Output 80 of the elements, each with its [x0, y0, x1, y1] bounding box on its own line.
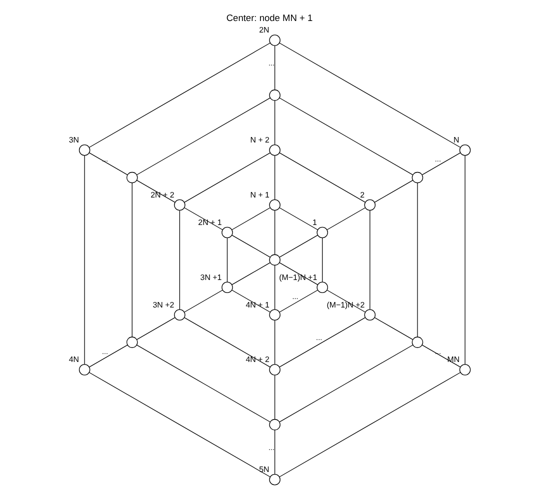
connector: [184, 290, 223, 312]
node-circle: [174, 309, 186, 320]
connector: [417, 182, 418, 338]
connector: [226, 238, 228, 282]
connector: [274, 100, 276, 145]
edge-label: ...: [434, 154, 441, 164]
connector: [184, 317, 270, 368]
edge-label: ...: [268, 443, 275, 452]
node-circle: [269, 474, 280, 486]
connector: [322, 238, 323, 282]
connector: [279, 234, 318, 258]
edge-label: ...: [316, 333, 322, 342]
connector: [88, 344, 128, 368]
connector: [88, 152, 128, 176]
connector: [136, 180, 176, 203]
connector: [279, 344, 414, 422]
connector: [279, 42, 461, 148]
node-circle: [269, 254, 280, 266]
connector: [279, 152, 366, 203]
node-circle: [316, 226, 328, 238]
node-circle: [222, 282, 233, 294]
node-circle: [174, 199, 186, 211]
edge-label: ...: [434, 346, 441, 356]
node-circle: [269, 364, 280, 376]
edge-label: ...: [102, 346, 108, 356]
connector: [326, 207, 366, 230]
connector: [274, 155, 276, 200]
connector: [232, 207, 270, 230]
connector: [279, 317, 366, 368]
edge-label: ...: [292, 292, 298, 301]
node-circle: [269, 90, 280, 101]
connector: [464, 155, 466, 365]
connector: [279, 262, 318, 285]
node-circle: [364, 199, 376, 211]
connector: [232, 262, 270, 285]
connector: [274, 320, 276, 365]
node-circle: [269, 34, 280, 46]
connector: [326, 290, 366, 312]
connector: [374, 180, 414, 203]
connector: [88, 372, 270, 478]
connector: [184, 207, 223, 230]
edge-label: ...: [268, 58, 275, 68]
connector: [274, 374, 276, 420]
node-circle: [269, 309, 280, 320]
node-circle: [78, 364, 90, 376]
connector: [279, 207, 318, 230]
connector: [136, 98, 270, 176]
node-circle: [412, 172, 424, 184]
connector: [84, 155, 85, 365]
node-circle: [459, 144, 471, 156]
connector: [422, 152, 461, 176]
node-circle: [459, 364, 471, 376]
connector: [88, 42, 270, 148]
connector: [274, 430, 276, 474]
node-circle: [269, 144, 280, 156]
connector: [279, 98, 414, 176]
connector: [136, 317, 176, 340]
node-circle: [222, 226, 233, 238]
node-circle: [316, 282, 328, 294]
diagram-title: Center: node MN + 1: [226, 13, 313, 24]
connector: [422, 344, 461, 368]
connector: [274, 210, 276, 255]
node-circle: [269, 419, 280, 430]
node-circle: [126, 172, 138, 184]
connector: [136, 344, 271, 422]
node-circle: [412, 336, 424, 348]
connector: [274, 265, 276, 310]
connector: [274, 45, 276, 90]
edge-label: ...: [102, 154, 108, 164]
connector: [374, 317, 414, 340]
connector: [232, 290, 270, 312]
node-circle: [78, 144, 90, 156]
connector: [179, 210, 180, 310]
node-circle: [126, 336, 138, 348]
connector: [232, 234, 270, 258]
connector: [184, 152, 270, 203]
connector: [279, 290, 318, 312]
node-circle: [364, 309, 376, 320]
connector: [279, 372, 461, 478]
node-circle: [269, 199, 280, 211]
